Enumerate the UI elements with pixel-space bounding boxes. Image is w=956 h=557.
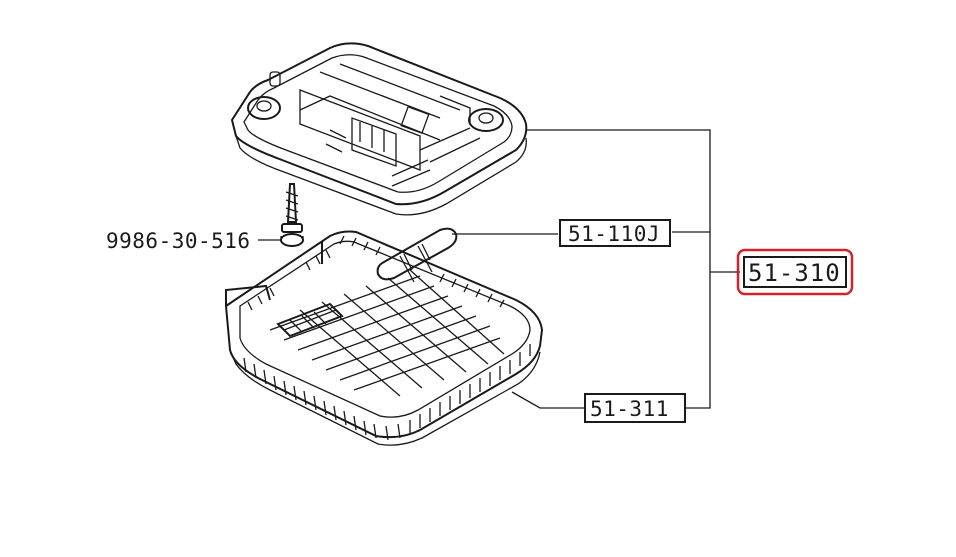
svg-text:51-110J: 51-110J <box>568 222 660 246</box>
lamp-housing[interactable] <box>230 42 528 216</box>
svg-text:9986-30-516: 9986-30-516 <box>106 229 251 253</box>
lens-part[interactable] <box>224 230 544 446</box>
bulb-part[interactable] <box>376 227 458 283</box>
highlight-box <box>736 248 854 296</box>
label-lens[interactable]: 51-311 <box>584 393 686 423</box>
label-bulb[interactable]: 51-110J <box>559 219 671 247</box>
leader-lines <box>258 129 740 409</box>
svg-text:51-311: 51-311 <box>590 397 669 421</box>
label-assembly[interactable]: 51-310 <box>736 248 854 296</box>
svg-text:51-310: 51-310 <box>748 259 841 287</box>
screw-part[interactable] <box>280 183 304 247</box>
label-screw[interactable]: 9986-30-516 <box>106 229 251 253</box>
